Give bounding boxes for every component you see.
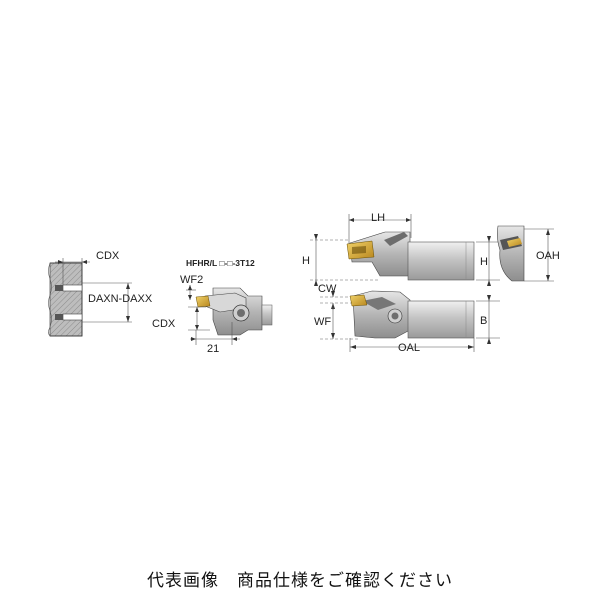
head-detail-view <box>186 285 273 345</box>
label-daxn-daxx: DAXN-DAXX <box>88 293 153 305</box>
label-cw: CW <box>318 283 337 295</box>
label-h-right: H <box>480 256 488 268</box>
label-oah: OAH <box>536 250 560 262</box>
workpiece-oah-view <box>497 225 554 282</box>
label-b: B <box>480 315 487 327</box>
label-wf2: WF2 <box>180 274 203 286</box>
workpiece-face-view <box>48 258 132 337</box>
label-oal: OAL <box>398 342 420 354</box>
tool-side-view <box>310 214 500 286</box>
tool-top-view <box>320 290 500 352</box>
label-cdx-mid: CDX <box>152 318 176 330</box>
label-cdx-left: CDX <box>96 250 120 262</box>
representative-image-caption: 代表画像 商品仕様をご確認ください <box>147 571 453 591</box>
model-title: HFHR/L □-□-3T12 <box>186 258 255 268</box>
label-h-left: H <box>302 255 310 267</box>
label-wf: WF <box>314 316 331 328</box>
label-21: 21 <box>207 343 219 355</box>
label-lh: LH <box>371 212 385 224</box>
